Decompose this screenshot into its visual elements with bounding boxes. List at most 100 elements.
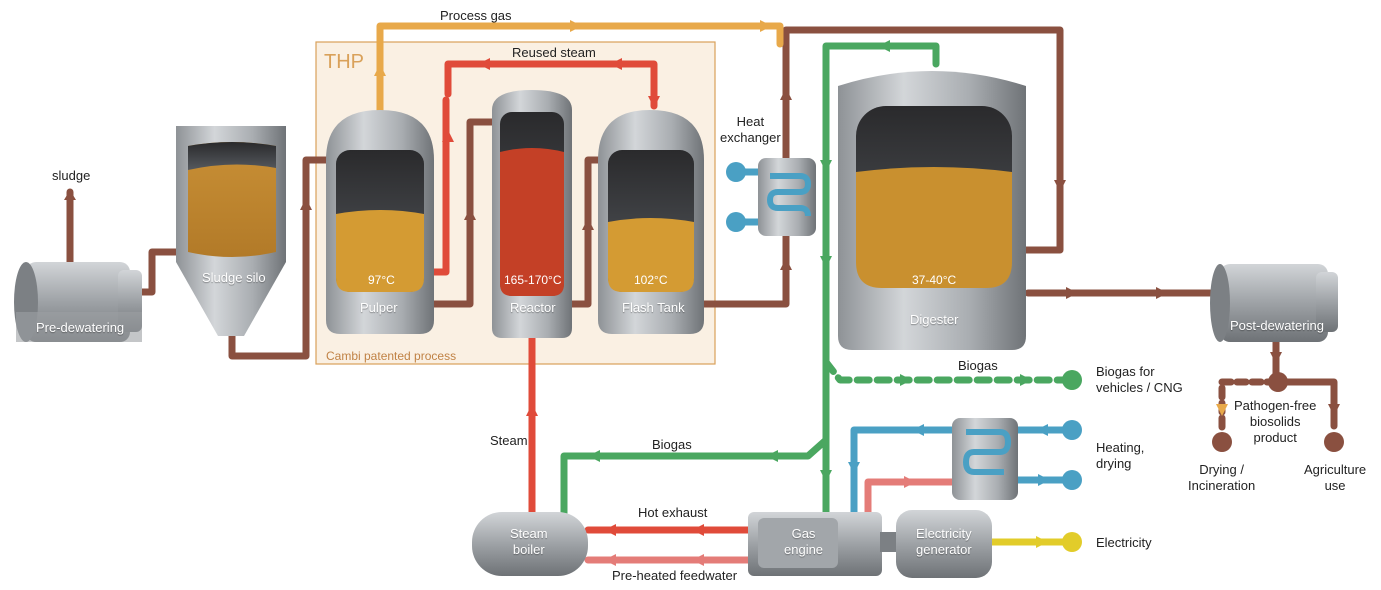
heat-exchanger [758,158,816,236]
electricity-label: Electricity [1096,535,1152,550]
steam-boiler-label: Steam boiler [510,526,548,557]
drying-endpoint [1212,432,1232,452]
heating-heat-exchanger [952,418,1018,500]
biogas-vehicles-pipe [822,358,1072,384]
sludge-silo-label: Sludge silo [202,270,266,285]
biogas-vehicles-label: Biogas for vehicles / CNG [1096,364,1183,395]
flow-arrow [1020,374,1032,386]
flow-arrow [582,218,594,230]
flow-arrow [760,20,772,32]
sludge-pipe-reactor-flash [568,156,608,308]
flow-arrow [1156,287,1168,299]
agriculture-use-label: Agriculture use [1304,462,1367,493]
digester-label: Digester [910,312,959,327]
reused-steam-pipe [444,60,658,110]
electricity-generator-label: Electricity generator [916,526,972,557]
flow-arrow [1038,474,1050,486]
electricity-generator [880,510,992,578]
gas-engine [748,512,882,576]
post-dewatering-unit [1210,264,1338,342]
post-dewatering-label: Post-dewatering [1230,318,1324,333]
heat-exchanger-port-bottom [726,212,746,232]
flash-tank-vessel [598,110,704,334]
biosolids-product-label: Pathogen-free biosolids product [1234,398,1317,445]
flow-arrow [1066,287,1078,299]
gas-engine-label: Gas engine [784,526,824,557]
flow-arrow [848,462,860,474]
heat-exchanger-port-top [726,162,746,182]
flow-arrow [912,424,924,436]
flow-arrow [1270,352,1282,364]
biogas-lower-label: Biogas [652,437,692,452]
flow-arrow [1054,180,1066,192]
flow-arrow [588,450,600,462]
pulper-label: Pulper [360,300,398,315]
thp-title: THP [324,51,364,73]
reactor-temperature: 165-170°C [504,273,562,287]
digester-tank [838,71,1026,350]
flow-arrow [464,208,476,220]
flow-arrow [1036,536,1048,548]
steam-label: Steam [490,433,528,448]
flow-arrow [604,554,616,566]
feedwater-heat-pipe [864,478,956,516]
reactor-label: Reactor [510,300,556,315]
flow-arrow [820,160,832,172]
flow-arrow [1216,404,1228,416]
sludge-input-label: sludge [52,168,91,183]
flow-arrow [820,256,832,268]
flow-arrow [610,58,622,70]
process-gas-label: Process gas [440,8,512,23]
flow-arrow [780,258,792,270]
heating-endpoint-upper [1062,420,1082,440]
flow-arrow [648,96,660,108]
heat-exchanger-label: Heat exchanger [720,114,781,145]
flow-arrow [1328,404,1340,416]
flow-arrow [64,190,76,200]
biogas-vehicles-endpoint [1062,370,1082,390]
sludge-pipe-predewatering-silo [136,248,182,296]
flow-arrow [820,470,832,482]
flow-arrow [900,374,912,386]
flow-arrow [692,554,704,566]
pre-dewatering-unit [14,262,142,342]
flow-arrow [780,88,792,100]
pulper-vessel [326,110,434,334]
flash-tank-label: Flash Tank [622,300,685,315]
digester-temperature: 37-40°C [912,273,957,287]
agriculture-endpoint [1324,432,1344,452]
flow-arrow [904,476,916,488]
flow-arrow [570,20,582,32]
flow-arrow [766,450,778,462]
flow-arrow [878,40,890,52]
flow-arrow [374,64,386,76]
biosolids-junction [1268,372,1288,392]
pulper-temperature: 97°C [368,273,395,287]
sludge-pipe-silo-pulper [228,156,334,360]
flow-arrow [478,58,490,70]
heating-endpoint-lower [1062,470,1082,490]
flash-tank-temperature: 102°C [634,273,668,287]
thp-note: Cambi patented process [326,349,457,363]
drying-incineration-label: Drying / Incineration [1188,462,1256,493]
pre-dewatering-label: Pre-dewatering [36,320,125,335]
flow-arrow [526,404,538,416]
reused-steam-label: Reused steam [512,45,596,60]
flow-arrow [604,524,616,536]
sludge-silo [176,126,286,336]
reactor-pulper-steam-pipe [428,96,450,276]
reactor-vessel [492,90,572,338]
hot-exhaust-label: Hot exhaust [638,505,708,520]
preheated-feedwater-label: Pre-heated feedwater [612,568,738,583]
steam-boiler [472,512,588,576]
electricity-endpoint [1062,532,1082,552]
flow-arrow [692,524,704,536]
biogas-upper-label: Biogas [958,358,998,373]
flow-arrow [300,198,312,210]
flow-arrow [1036,424,1048,436]
sludge-pipe-flash-digester [698,26,1064,308]
biogas-pipe-boiler [560,436,830,518]
heating-drying-label: Heating, drying [1096,440,1145,471]
flow-arrow [442,130,454,142]
